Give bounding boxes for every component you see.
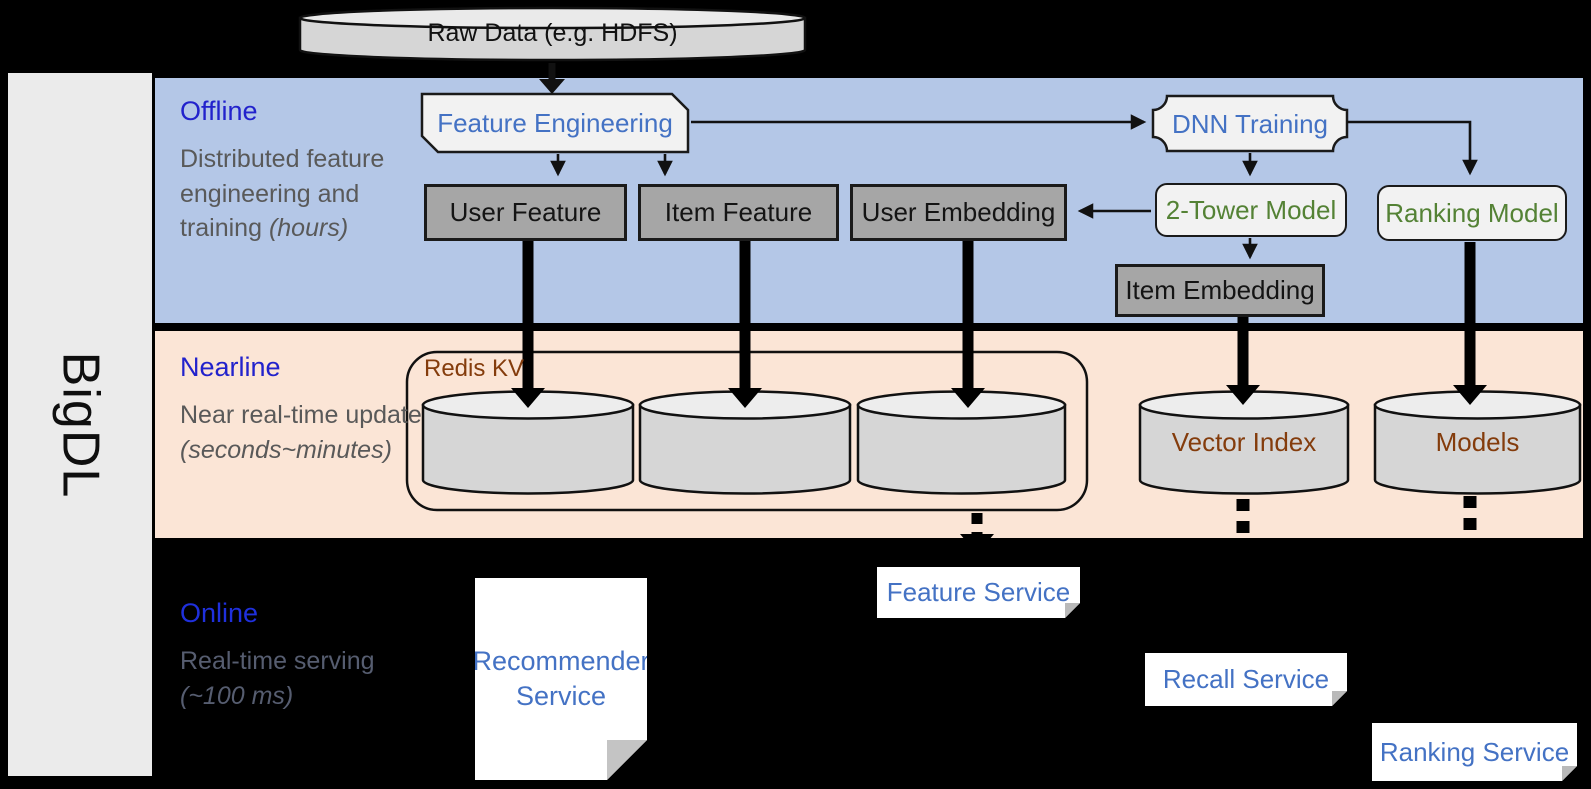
bigdl-logo-text: BigDL xyxy=(51,351,110,498)
item-feature-node: Item Feature xyxy=(638,184,839,241)
recommender-service-label: Recommender Service xyxy=(472,645,650,711)
two-tower-model-node: 2-Tower Model xyxy=(1155,183,1347,237)
nearline-desc-note: (seconds~minutes) xyxy=(180,435,392,464)
online-title: Online xyxy=(180,598,259,628)
online-desc-note: (~100 ms) xyxy=(180,681,294,710)
bigdl-sidebar: BigDL xyxy=(8,73,152,776)
recommender-service-node: Recommender Service xyxy=(475,578,647,780)
raw-data-label: Raw Data (e.g. HDFS) xyxy=(427,18,678,47)
offline-desc-text: Distributed feature engineering and trai… xyxy=(180,145,385,242)
recall-service-label: Recall Service xyxy=(1162,664,1330,694)
page-fold-icon xyxy=(607,740,647,780)
nearline-description: Near real-time update (seconds~minutes) xyxy=(180,398,442,467)
feature-service-label: Feature Service xyxy=(886,577,1071,607)
nearline-desc-text: Near real-time update xyxy=(180,401,422,429)
user-embedding-node: User Embedding xyxy=(850,184,1067,241)
page-fold-icon xyxy=(1332,691,1347,706)
offline-title: Offline xyxy=(180,96,258,126)
redis-kv-label: Redis KV xyxy=(424,355,525,382)
online-description: Real-time serving (~100 ms) xyxy=(180,644,410,713)
feature-service-node: Feature Service xyxy=(877,567,1080,618)
nearline-title: Nearline xyxy=(180,352,281,382)
item-embedding-node: Item Embedding xyxy=(1115,264,1325,317)
ranking-service-node: Ranking Service xyxy=(1372,723,1577,781)
models-label: Models xyxy=(1435,426,1520,457)
page-fold-icon xyxy=(1562,766,1577,781)
offline-desc-note: (hours) xyxy=(268,214,349,242)
vector-index-label: Vector Index xyxy=(1171,426,1317,457)
ranking-service-label: Ranking Service xyxy=(1379,736,1570,767)
recall-service-node: Recall Service xyxy=(1145,653,1347,706)
page-fold-icon xyxy=(1065,603,1080,618)
offline-description: Distributed feature engineering and trai… xyxy=(180,142,432,246)
ranking-model-node: Ranking Model xyxy=(1377,185,1567,241)
user-feature-node: User Feature xyxy=(424,184,627,241)
online-desc-text: Real-time serving xyxy=(180,647,375,675)
feature-engineering-node: Feature Engineering xyxy=(437,107,673,138)
dnn-training-node: DNN Training xyxy=(1171,108,1329,139)
